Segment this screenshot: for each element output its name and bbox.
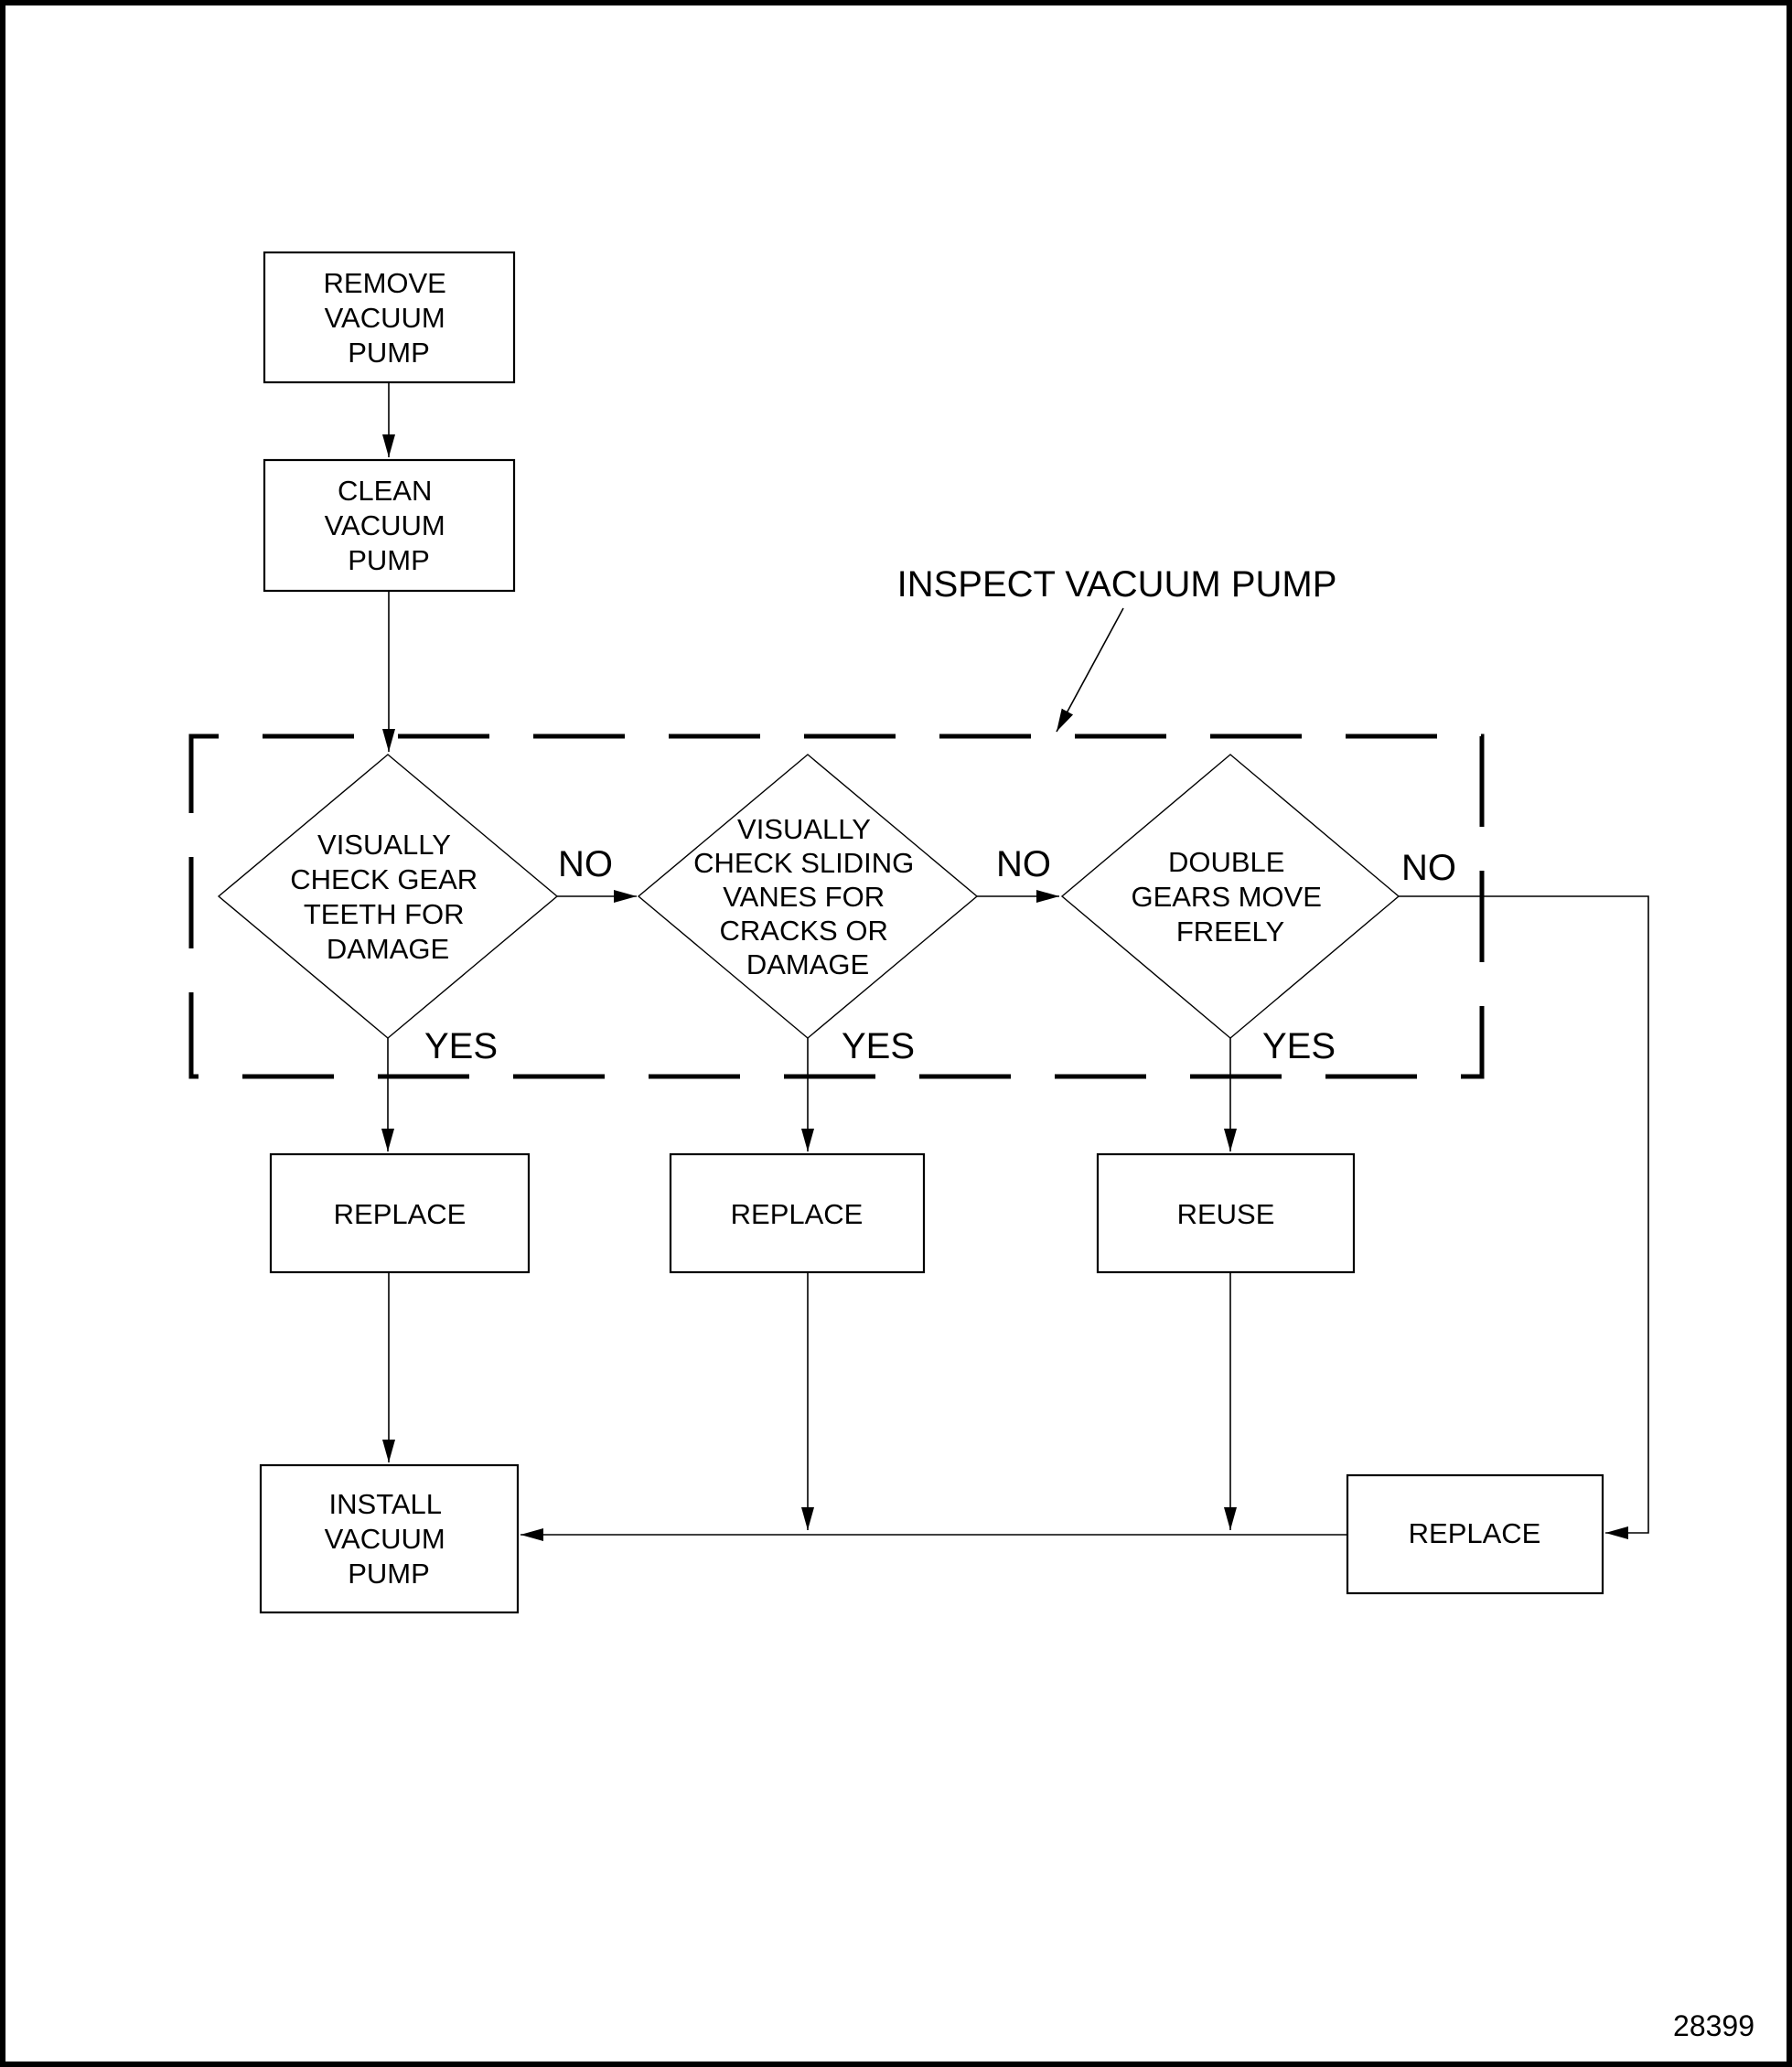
check-vanes-label: VISUALLY CHECK SLIDING VANES FOR CRACKS … [693,813,922,980]
reuse-label: REUSE [1177,1198,1275,1230]
clean-box [263,458,516,593]
figure-number: 28399 [1673,2009,1754,2042]
node-clean-vacuum-pump: CLEAN VACUUM PUMP [263,458,516,593]
node-install-vacuum-pump: INSTALL VACUUM PUMP [259,1463,520,1614]
node-replace-gear: REPLACE [269,1152,531,1274]
edges [381,382,1649,1541]
decision-check-gear-teeth: VISUALLY CHECK GEAR TEETH FOR DAMAGE [217,754,559,1039]
replace-right-label: REPLACE [1409,1517,1541,1549]
node-replace-pump: REPLACE [1346,1473,1604,1595]
inspect-callout-label: INSPECT VACUUM PUMP [897,564,1337,605]
node-remove-vacuum-pump: REMOVE VACUUM PUMP [263,251,516,384]
inspect-callout: INSPECT VACUUM PUMP [897,564,1337,733]
check-gear-label: VISUALLY CHECK GEAR TEETH FOR DAMAGE [290,829,486,965]
edge-no-double-gears-to-replace-right [1399,895,1649,1539]
clean-box-label: CLEAN VACUUM PUMP [325,475,454,576]
remove-box-label: REMOVE VACUUM PUMP [324,267,455,369]
node-replace-vanes: REPLACE [669,1152,926,1274]
install-box [259,1463,520,1614]
yes-label-1: YES [424,1026,498,1066]
remove-box [263,251,516,384]
node-reuse: REUSE [1096,1152,1356,1274]
decision-check-sliding-vanes: VISUALLY CHECK SLIDING VANES FOR CRACKS … [637,754,979,1039]
double-gears-label: DOUBLE GEARS MOVE FREELY [1131,846,1329,948]
install-label: INSTALL VACUUM PUMP [325,1488,454,1590]
check-gear-diamond [217,754,559,1039]
reuse-box [1096,1152,1356,1274]
check-vanes-diamond [637,754,979,1039]
branch-labels: NO NO NO YES YES YES [424,844,1456,1066]
yes-label-2: YES [842,1026,915,1066]
yes-label-3: YES [1262,1026,1336,1066]
no-label-3: NO [1401,848,1456,888]
replace1-label: REPLACE [334,1198,467,1230]
replace-right-box [1346,1473,1604,1595]
double-gears-diamond [1060,754,1400,1039]
inspect-region-dashed-border [188,734,1485,1079]
no-label-1: NO [558,844,613,884]
replace2-label: REPLACE [731,1198,864,1230]
inspect-callout-leader-arrow [1056,607,1124,733]
no-label-2: NO [996,844,1051,884]
replace2-box [669,1152,926,1274]
replace1-box [269,1152,531,1274]
decision-double-gears-move-freely: DOUBLE GEARS MOVE FREELY [1060,754,1400,1039]
